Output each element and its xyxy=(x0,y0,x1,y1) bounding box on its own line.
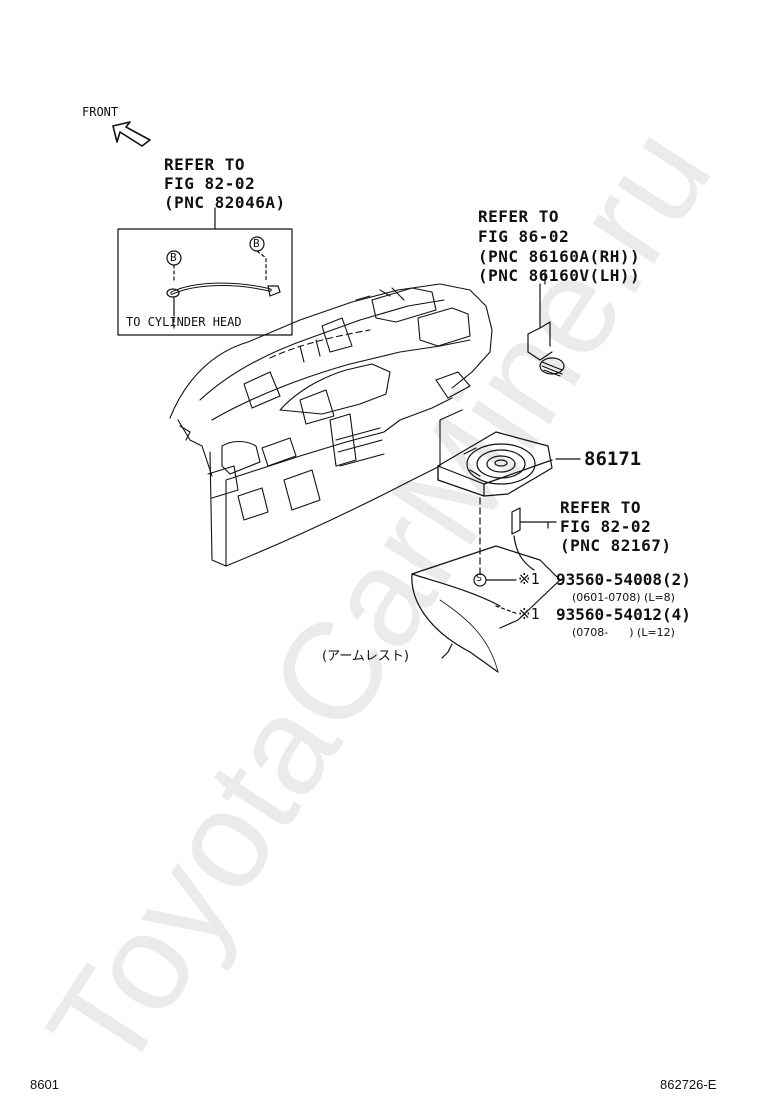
refer-line: (PNC 82046A) xyxy=(164,193,286,212)
front-label: FRONT xyxy=(82,105,119,119)
refer-line: (PNC 86160A(RH)) xyxy=(478,247,641,266)
screw-range: (0708- ) (L=12) xyxy=(572,626,675,639)
refer-line: REFER TO xyxy=(560,498,642,517)
armrest-label: (アームレスト) xyxy=(322,649,409,664)
part-number-speaker: 86171 xyxy=(584,448,642,470)
inset-caption: TO CYLINDER HEAD xyxy=(126,315,242,329)
figure-id: 862726-E xyxy=(660,1077,717,1092)
screw-mark: ※1 xyxy=(518,605,540,623)
callout-s: S xyxy=(476,573,483,584)
callout-b-right: B xyxy=(253,237,260,250)
refer-line: FIG 82-02 xyxy=(560,517,652,536)
refer-line: (PNC 86160V(LH)) xyxy=(478,266,641,285)
refer-line: REFER TO xyxy=(164,155,246,174)
refer-line: FIG 86-02 xyxy=(478,227,570,246)
harness-illustration xyxy=(511,507,557,571)
refer-line: FIG 82-02 xyxy=(164,174,256,193)
screw-range: (0601-0708) (L=8) xyxy=(572,591,675,604)
armrest-illustration xyxy=(411,545,561,673)
connector-illustration xyxy=(527,271,565,377)
front-arrow-icon xyxy=(112,121,151,147)
screw-part-number: 93560-54008(2) xyxy=(556,570,691,589)
callout-b-left: B xyxy=(170,251,177,264)
speaker-illustration xyxy=(437,431,581,615)
refer-line: (PNC 82167) xyxy=(560,536,672,555)
instrument-panel-illustration xyxy=(169,283,493,567)
page-number: 8601 xyxy=(30,1077,59,1092)
screw-part-number: 93560-54012(4) xyxy=(556,605,691,624)
refer-line: REFER TO xyxy=(478,207,560,226)
ground-wire-inset xyxy=(117,207,293,336)
screw-mark: ※1 xyxy=(518,570,540,588)
